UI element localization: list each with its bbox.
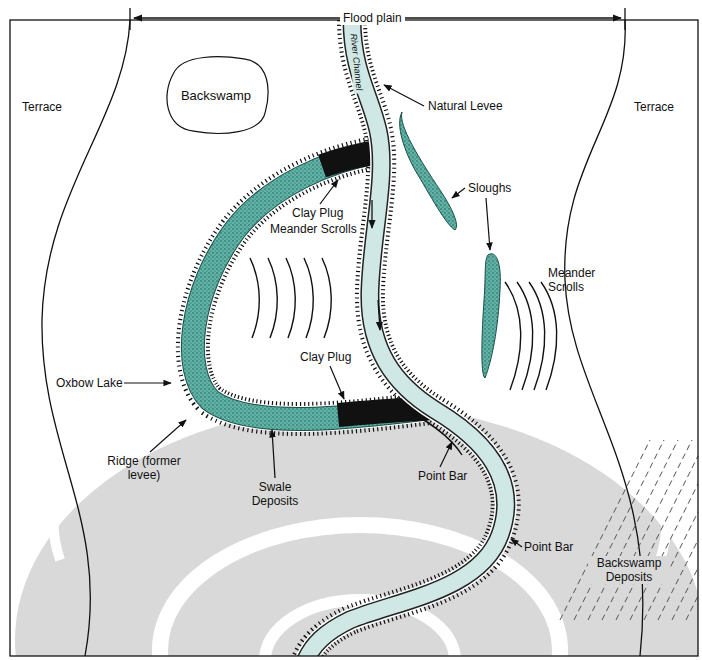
slough xyxy=(400,112,457,230)
feature-label: Meander Scrolls xyxy=(270,222,357,236)
feature-label: Clay Plug xyxy=(292,206,343,220)
meander-scrolls xyxy=(250,258,331,338)
feature-label: Point Bar xyxy=(524,540,573,554)
terrace-label: Terrace xyxy=(634,100,674,114)
slough xyxy=(482,254,500,378)
feature-label: Oxbow Lake xyxy=(56,376,123,390)
feature-label: Natural Levee xyxy=(428,99,503,113)
terrace-edge xyxy=(42,20,130,656)
meander-scrolls xyxy=(505,282,557,390)
feature-label: Swale Deposits xyxy=(242,480,308,508)
terrace-label: Terrace xyxy=(22,100,62,114)
frame xyxy=(10,20,698,656)
feature-label: Point Bar xyxy=(418,469,467,483)
river-channel xyxy=(305,20,506,656)
feature-label: Clay Plug xyxy=(300,350,351,364)
feature-label: Meander Scrolls xyxy=(548,266,610,294)
backswamp-area: Backswamp xyxy=(160,52,272,138)
leader-arrows xyxy=(124,85,522,547)
feature-label: Sloughs xyxy=(468,181,511,195)
area-label: Backswamp xyxy=(181,88,251,103)
feature-label: Backswamp Deposits xyxy=(588,556,670,584)
feature-label: Ridge (former levee) xyxy=(96,454,192,482)
span-label: Flood plain xyxy=(340,11,405,25)
flood-plain-bracket xyxy=(130,8,625,30)
backswamp-hatching xyxy=(560,440,698,620)
